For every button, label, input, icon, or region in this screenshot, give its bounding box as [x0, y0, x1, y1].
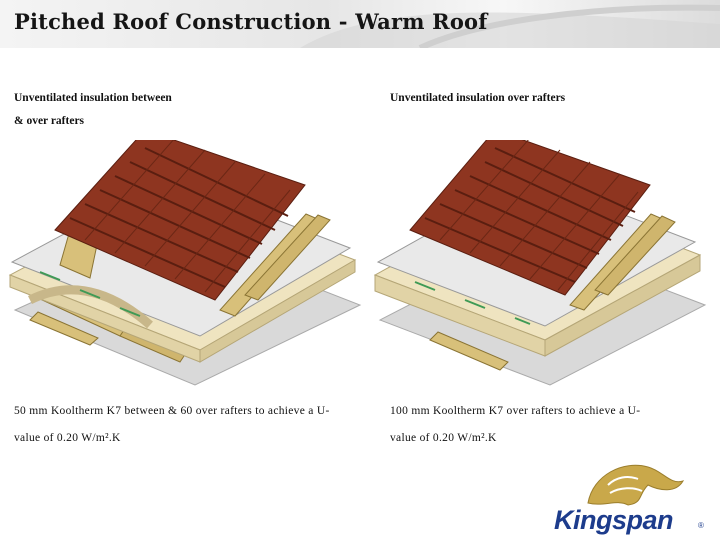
right-caption-line2: value of 0.20 W/m².K: [390, 425, 640, 452]
left-caption-line1: 50 mm Kooltherm K7 between & 60 over raf…: [14, 398, 330, 425]
right-roof-diagram: [370, 140, 715, 395]
right-caption: 100 mm Kooltherm K7 over rafters to achi…: [390, 398, 640, 452]
left-caption: 50 mm Kooltherm K7 between & 60 over raf…: [14, 398, 330, 452]
logo-wordmark: Kingspan: [554, 505, 673, 536]
right-heading: Unventilated insulation over rafters: [390, 87, 565, 110]
registered-mark: ®: [698, 521, 704, 530]
left-heading-line2: & over rafters: [14, 110, 172, 133]
title-bar: Pitched Roof Construction - Warm Roof: [0, 0, 720, 48]
page-title: Pitched Roof Construction - Warm Roof: [14, 9, 487, 34]
left-caption-line2: value of 0.20 W/m².K: [14, 425, 330, 452]
left-roof-diagram: [0, 140, 370, 395]
left-heading: Unventilated insulation between & over r…: [14, 87, 172, 133]
kingspan-logo: Kingspan ®: [548, 455, 713, 535]
left-heading-line1: Unventilated insulation between: [14, 87, 172, 110]
right-heading-line1: Unventilated insulation over rafters: [390, 87, 565, 110]
right-caption-line1: 100 mm Kooltherm K7 over rafters to achi…: [390, 398, 640, 425]
